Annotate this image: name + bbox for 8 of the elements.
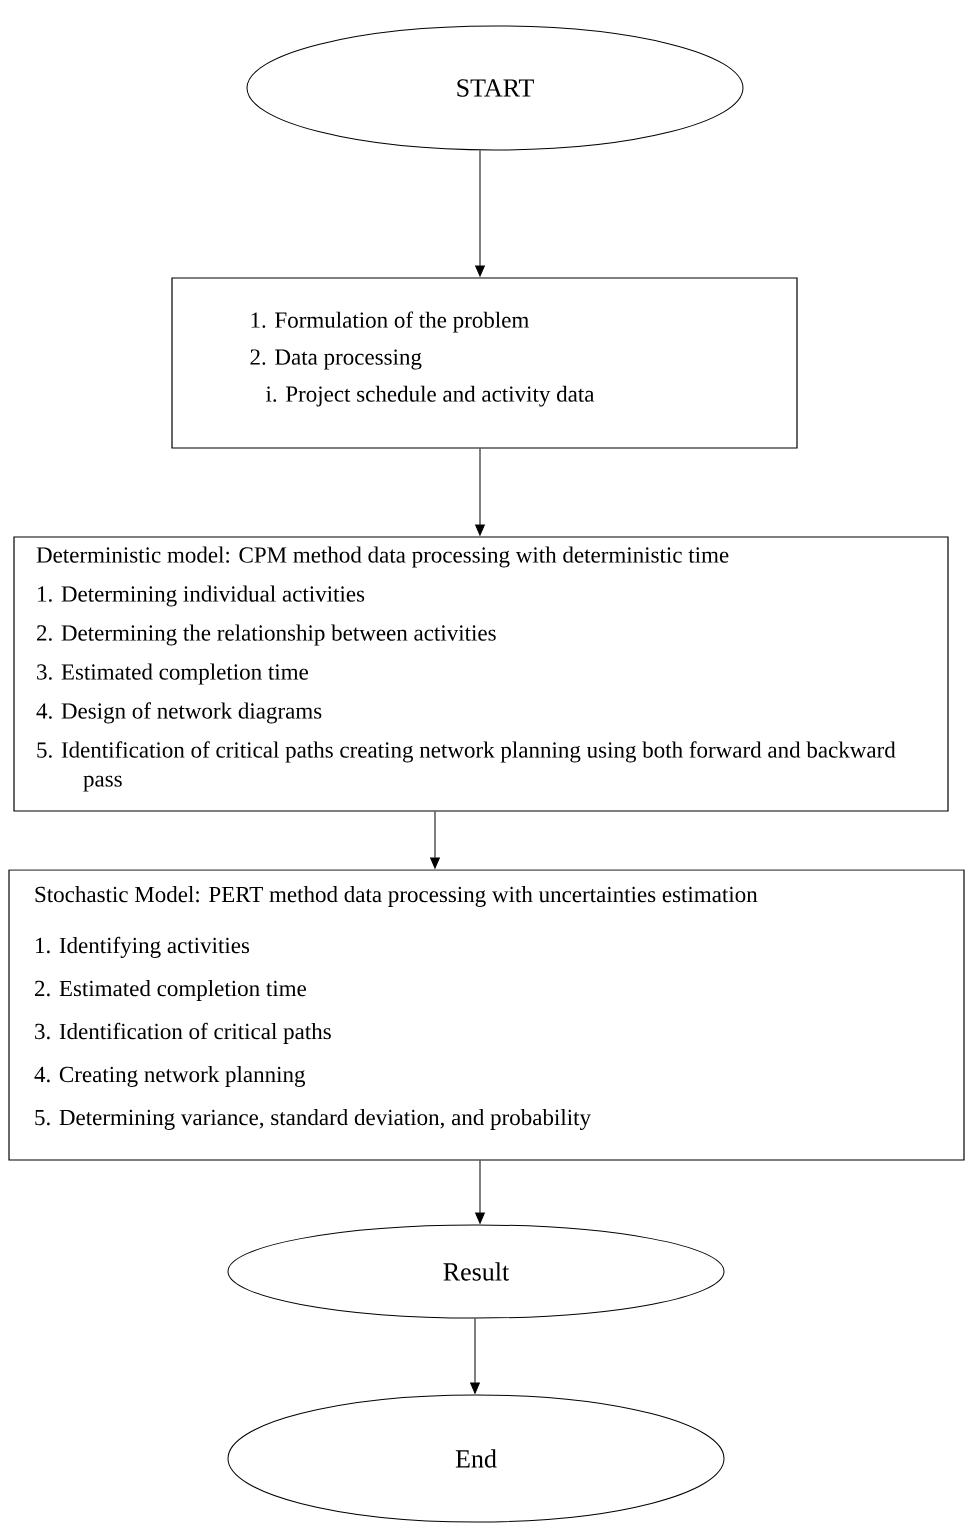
arrow xyxy=(470,1318,480,1394)
arrow xyxy=(475,1160,485,1224)
arrow xyxy=(475,150,485,277)
process-box: Deterministic model: CPM method data processing with deterministic time 1. Determining individual activities 2. Determining the relationship between activities 3. Estimated completion time 4. Design of network diagrams 5. Identification of critical paths creating network planning using both forward and backward pass xyxy=(13,536,949,812)
arrow xyxy=(430,811,440,869)
process-box: 1. Formulation of the problem 2. Data processing i. Project schedule and activity data xyxy=(171,277,798,449)
process-box: Stochastic Model: PERT method data processing with uncertainties estimation 1. Identifying activities 2. Estimated completion time 3. Identification of critical paths 4. Creating network planning 5. Determining variance, standard deviation, and probability xyxy=(8,869,965,1161)
arrow xyxy=(475,448,485,536)
